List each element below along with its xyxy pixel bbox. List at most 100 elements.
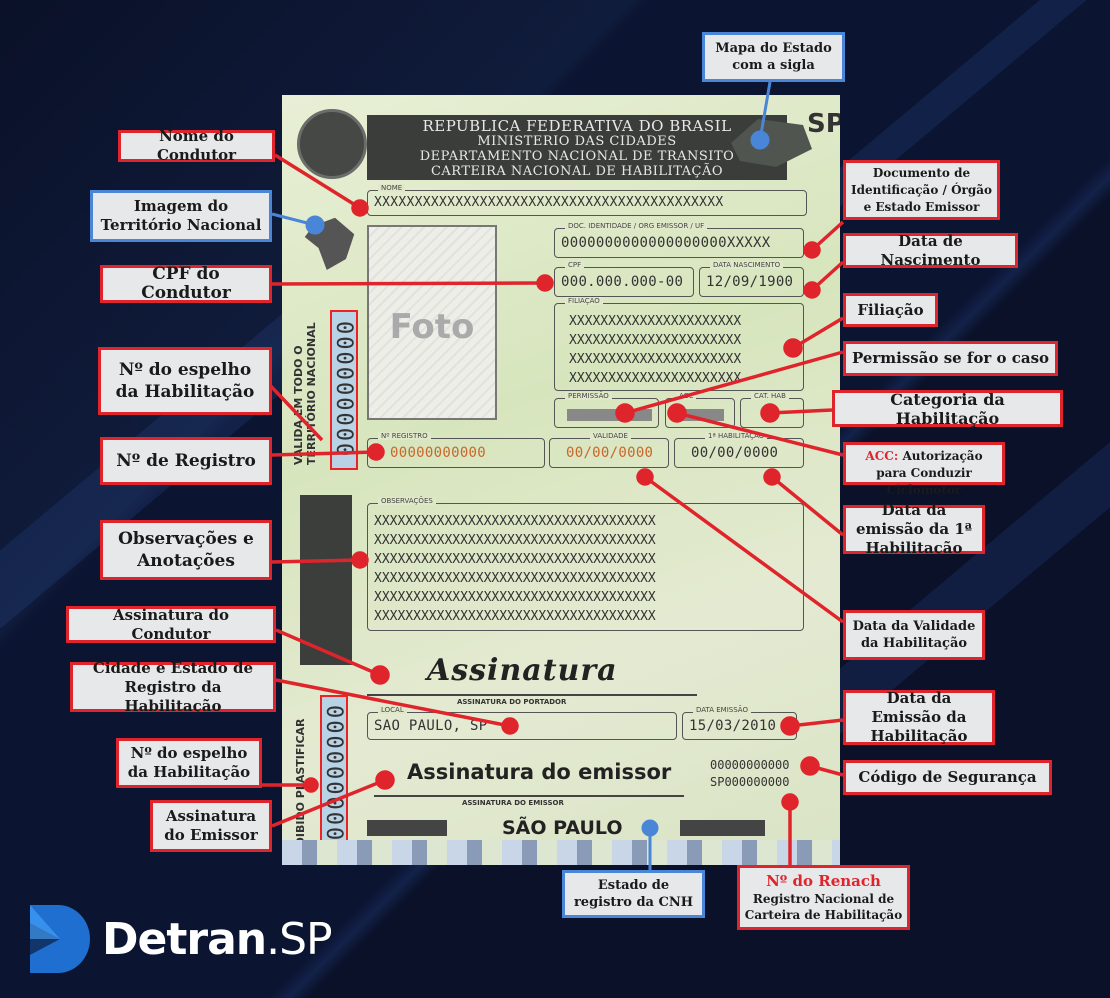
renach-title: Nº do Renach	[766, 872, 881, 890]
label-cidade: Cidade e Estado de Registro da Habilitaç…	[70, 659, 276, 715]
callout-line	[263, 378, 324, 442]
primeira-habilitacao-field: 1ª HABILITAÇÃO 00/00/0000	[674, 432, 804, 468]
data-emissao-field: DATA EMISSÃO 15/03/2010	[682, 706, 797, 740]
codes: 00000000000 SP000000000	[710, 757, 789, 791]
callout-dot	[667, 403, 687, 423]
callout-line	[770, 475, 845, 537]
callout-dot	[803, 281, 821, 299]
label-estado: Estado de registro da CNH	[562, 870, 705, 918]
label-renach: Nº do Renach Registro Nacional de Cartei…	[737, 865, 910, 930]
callout-dot	[370, 665, 390, 685]
observacoes-field: OBSERVAÇÕES XXXXXXXXXXXXXXXXXXXXXXXXXXXX…	[367, 497, 804, 631]
cnh-band	[282, 840, 840, 865]
field-label: PERMISSÃO	[565, 392, 612, 400]
field-label: 1ª HABILITAÇÃO	[705, 432, 768, 440]
field-value: XXXXXXXXXXXXXXXXXXXXXXXXXXXXXXXXXXXX	[374, 552, 656, 567]
callout-dot	[763, 468, 781, 486]
label-acc: ACC: Autorização para Conduzir Ciclomoto…	[843, 442, 1005, 497]
field-value: 15/03/2010	[689, 718, 777, 734]
registro-field: Nº REGISTRO 00000000000	[367, 432, 545, 468]
callout-dot	[501, 717, 519, 735]
divider	[367, 694, 697, 696]
local-field: LOCAL SAO PAULO, SP	[367, 706, 677, 740]
field-label: NOME	[378, 184, 406, 192]
label-categoria: Categoria da Habilitação	[832, 390, 1063, 428]
field-value: 000.000.000-00	[561, 274, 684, 290]
label-espelho-1: Nº do espelho da Habilitação	[98, 347, 272, 415]
callout-dot	[783, 338, 803, 358]
label-nascimento: Data de Nascimento	[843, 232, 1018, 269]
label-mapa: Mapa do Estado com a sigla	[702, 32, 845, 82]
label-documento: Documento de Identificação / Órgão e Est…	[843, 160, 1000, 220]
callout-dot	[803, 241, 821, 259]
logo-suffix: .SP	[266, 913, 332, 965]
card-header: REPUBLICA FEDERATIVA DO BRASIL MINISTERI…	[367, 115, 787, 180]
acc-prefix: ACC:	[865, 449, 899, 463]
divider	[374, 795, 684, 797]
callout-dot	[781, 793, 799, 811]
issuer-signature: Assinatura do emissor	[407, 760, 672, 784]
field-value: XXXXXXXXXXXXXXXXXXXXXX	[569, 371, 742, 386]
callout-line	[271, 281, 546, 286]
callout-dot	[536, 274, 554, 292]
cpf-field: CPF 000.000.000-00	[554, 261, 694, 297]
label-emissao: Data da Emissão da Habilitação	[843, 689, 995, 745]
field-value: XXXXXXXXXXXXXXXXXXXXXX	[569, 352, 742, 367]
label-filiacao: Filiação	[843, 293, 938, 327]
field-label: DOC. IDENTIDADE / ORG EMISSOR / UF	[565, 222, 708, 230]
header-line: CARTEIRA NACIONAL DE HABILITAÇÃO	[430, 164, 724, 179]
callout-line	[624, 350, 844, 415]
label-observacoes: Observações e Anotações	[100, 520, 272, 580]
field-label: OBSERVAÇÕES	[378, 497, 436, 505]
detran-sp-logo: Detran.SP	[30, 905, 333, 973]
label-registro: Nº de Registro	[100, 437, 272, 485]
callout-dot	[641, 819, 659, 837]
acc-text: Autorização para Conduzir Ciclomotor	[876, 449, 983, 497]
field-label: FILIAÇÃO	[565, 297, 603, 305]
field-value: 00/00/0000	[691, 445, 779, 461]
field-value: XXXXXXXXXXXXXXXXXXXXXXXXXXXXXXXXXXXX	[374, 571, 656, 586]
label-territorio: Imagem do Território Nacional	[90, 190, 272, 242]
photo-label: Foto	[389, 307, 475, 347]
callout-dot	[780, 716, 800, 736]
cnh-card: REPUBLICA FEDERATIVA DO BRASIL MINISTERI…	[282, 95, 840, 865]
state-name: SÃO PAULO	[502, 817, 623, 839]
field-label: Nº REGISTRO	[378, 432, 431, 440]
security-pattern	[680, 820, 765, 836]
callout-line	[271, 558, 361, 564]
field-value: XXXXXXXXXXXXXXXXXXXXXXXXXXXXXXXXXXXX	[374, 514, 656, 529]
header-line: REPUBLICA FEDERATIVA DO BRASIL	[422, 117, 732, 135]
field-label: VALIDADE	[590, 432, 631, 440]
caption: ASSINATURA DO EMISSOR	[462, 799, 564, 807]
label-seguranca: Código de Segurança	[843, 760, 1052, 795]
signature: Assinatura	[427, 653, 618, 688]
callout-line	[643, 475, 845, 624]
field-value: 12/09/1900	[706, 274, 794, 290]
field-value: XXXXXXXXXXXXXXXXXXXXXXXXXXXXXXXXXXXXXXXX…	[374, 195, 724, 210]
callout-dot	[750, 130, 770, 150]
callout-dot	[375, 770, 395, 790]
nascimento-field: DATA NASCIMENTO 12/09/1900	[699, 261, 804, 297]
field-value: XXXXXXXXXXXXXXXXXXXXXX	[569, 314, 742, 329]
state-abbr: SP	[807, 109, 840, 139]
label-espelho-2: Nº do espelho da Habilitação	[116, 738, 262, 788]
security-pattern	[367, 820, 447, 836]
renach-number: SP000000000	[710, 775, 790, 789]
field-value: XXXXXXXXXXXXXXXXXXXXXX	[569, 333, 742, 348]
callout-dot	[303, 777, 319, 793]
callout-dot	[636, 468, 654, 486]
photo-placeholder: Foto	[367, 225, 497, 420]
coat-of-arms-icon	[297, 109, 367, 179]
nome-field: NOME XXXXXXXXXXXXXXXXXXXXXXXXXXXXXXXXXXX…	[367, 184, 807, 216]
label-permissao: Permissão se for o caso	[843, 341, 1058, 376]
label-assinatura-condutor: Assinatura do Condutor	[66, 606, 276, 643]
doc-field: DOC. IDENTIDADE / ORG EMISSOR / UF 00000…	[554, 222, 804, 258]
field-value: 0000000000000000000XXXXX	[561, 235, 771, 251]
callout-line	[676, 411, 844, 457]
field-value: XXXXXXXXXXXXXXXXXXXXXXXXXXXXXXXXXXXX	[374, 533, 656, 548]
caption: ASSINATURA DO PORTADOR	[457, 698, 567, 706]
callout-line	[275, 678, 511, 728]
callout-line	[271, 450, 377, 457]
header-line: DEPARTAMENTO NACIONAL DE TRANSITO	[419, 149, 735, 164]
